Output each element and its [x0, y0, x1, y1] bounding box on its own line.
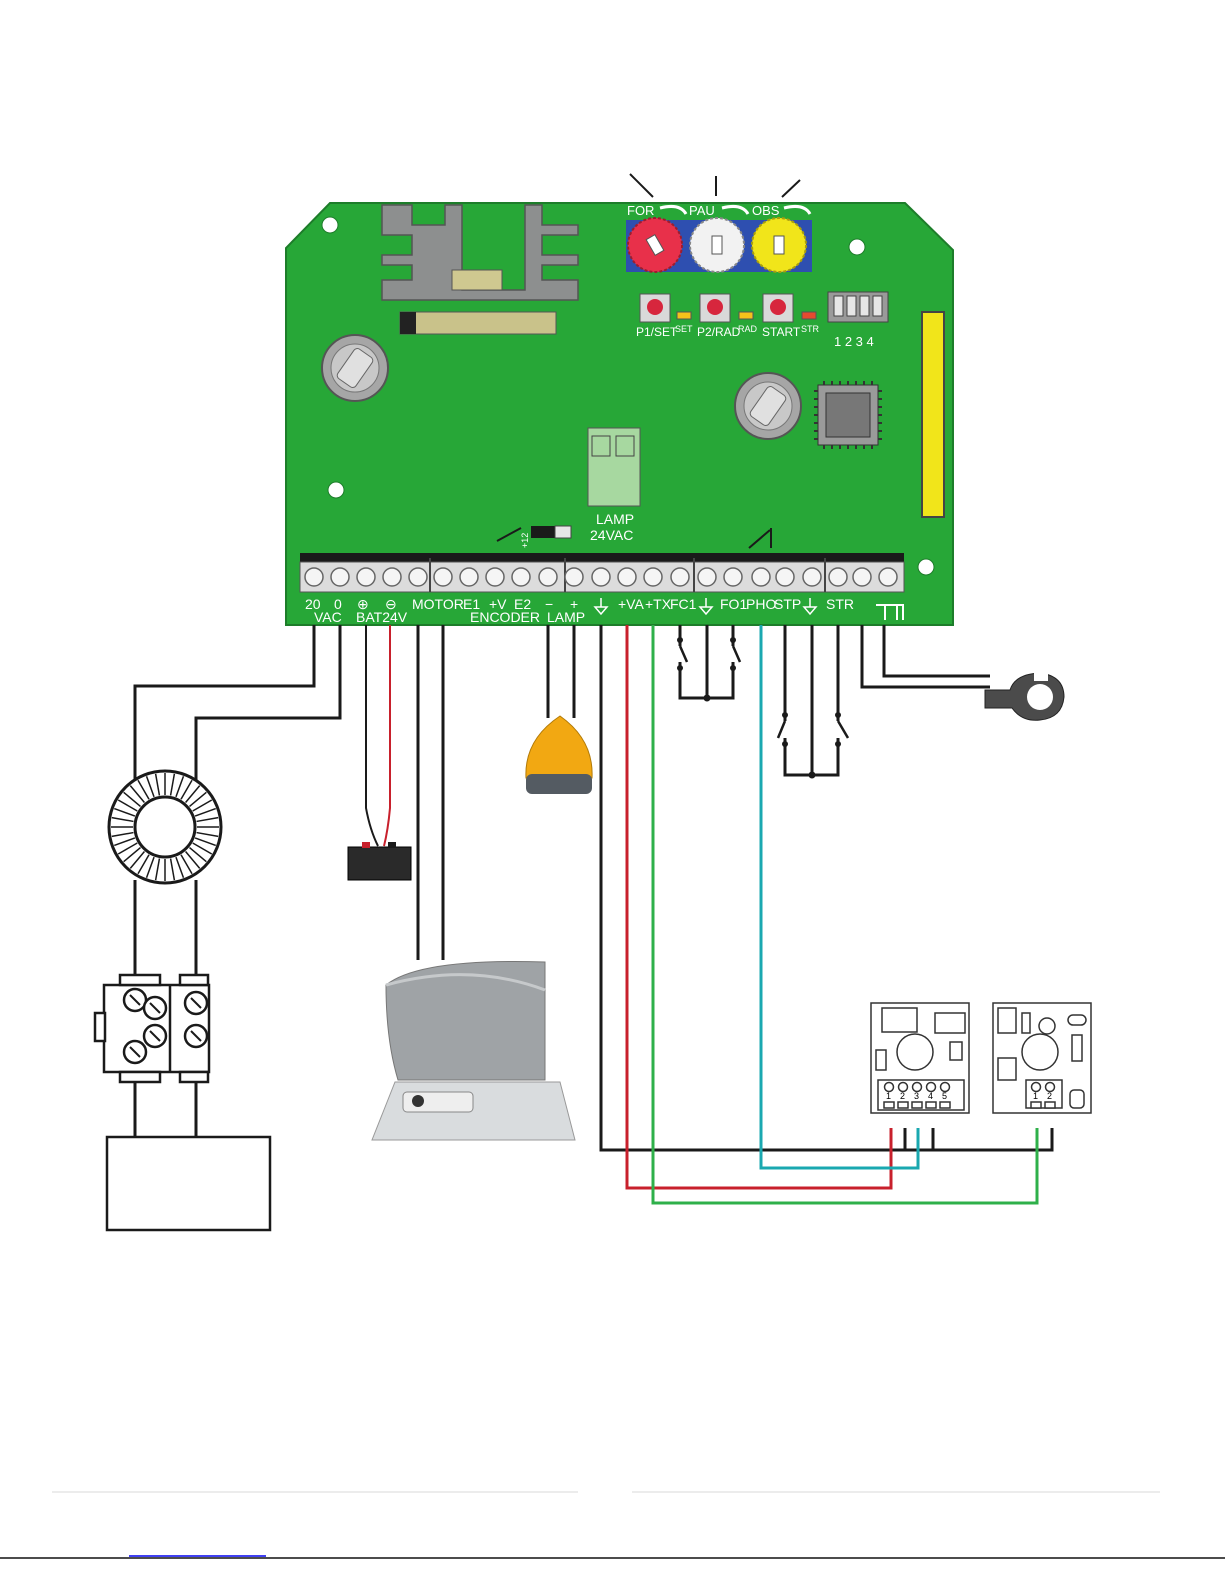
terminal-screw — [409, 568, 427, 586]
mount-hole — [322, 217, 338, 233]
group-label-bat24v: BAT24V — [356, 609, 408, 625]
terminal-label: +VA — [618, 596, 644, 612]
terminal-screw — [879, 568, 897, 586]
terminal-label: PHO — [746, 596, 776, 612]
terminal-screw — [671, 568, 689, 586]
pointer-lines — [630, 174, 800, 197]
terminal-screw — [331, 568, 349, 586]
switch-levers — [680, 646, 848, 738]
terminal-screw — [698, 568, 716, 586]
terminal-screw — [853, 568, 871, 586]
terminal-screw — [434, 568, 452, 586]
lamp-connector-label: LAMP — [596, 511, 634, 527]
terminal-screw — [776, 568, 794, 586]
terminal-screw — [539, 568, 557, 586]
key-selector-icon — [985, 667, 1064, 720]
photocell-transmitter — [993, 1003, 1091, 1113]
mains-terminal-block — [95, 975, 209, 1082]
radio-module — [922, 312, 944, 517]
button-label: P1/SET — [636, 325, 678, 339]
terminal-screw — [752, 568, 770, 586]
battery — [348, 842, 411, 880]
mount-hole — [918, 559, 934, 575]
footer — [0, 1492, 1225, 1558]
rx-terminal-number: 5 — [942, 1091, 947, 1101]
terminal-label: STP — [774, 596, 801, 612]
jumper-label: +12 — [520, 533, 530, 548]
terminal-screw — [724, 568, 742, 586]
terminal-screw — [512, 568, 530, 586]
button-label: START — [762, 325, 801, 339]
group-label-vac: VAC — [314, 609, 342, 625]
terminal-screw — [305, 568, 323, 586]
fuse-holder — [322, 335, 388, 401]
tx-terminal-number: 2 — [1047, 1091, 1052, 1101]
terminal-screw — [565, 568, 583, 586]
group-label-lamp: LAMP — [547, 609, 585, 625]
rx-terminal-number: 1 — [886, 1091, 891, 1101]
tx-terminal-number: 1 — [1033, 1091, 1038, 1101]
lamp-connector: LAMP 24VAC — [588, 428, 640, 543]
terminal-screw — [829, 568, 847, 586]
terminal-screw — [460, 568, 478, 586]
terminal-screw — [592, 568, 610, 586]
warning-lamp — [526, 716, 592, 794]
microcontroller-chip — [814, 381, 882, 449]
led-label: SET — [675, 324, 693, 334]
led-label: STR — [801, 324, 820, 334]
mount-hole — [328, 482, 344, 498]
terminal-label: FC1 — [670, 596, 697, 612]
rx-terminal-number: 4 — [928, 1091, 933, 1101]
terminal-screw — [618, 568, 636, 586]
wires — [135, 625, 1052, 1203]
terminal-screw — [644, 568, 662, 586]
gate-motor — [372, 961, 575, 1140]
terminal-screw — [383, 568, 401, 586]
rx-terminal-number: 3 — [914, 1091, 919, 1101]
switch-contacts — [680, 646, 838, 738]
control-board: FOR PAU OBS P1/SET P2/RAD — [286, 174, 953, 625]
button-label: P2/RAD — [697, 325, 741, 339]
group-label-encoder: ENCODER — [470, 609, 540, 625]
terminal-screw — [486, 568, 504, 586]
dip-switch-numbers: 1 2 3 4 — [834, 334, 874, 349]
terminal-screw — [803, 568, 821, 586]
terminal-label: MOTOR — [412, 596, 464, 612]
trimmer-label: OBS — [752, 203, 780, 218]
terminal-label: FO1 — [720, 596, 747, 612]
power-supply-box — [107, 1137, 270, 1230]
trimmer-label: FOR — [627, 203, 654, 218]
transformer — [109, 771, 221, 883]
trimmer-label: PAU — [689, 203, 715, 218]
terminal-label: +TX — [645, 596, 672, 612]
rx-terminal-number: 2 — [900, 1091, 905, 1101]
fuse-holder — [735, 373, 801, 439]
terminal-label: STR — [826, 596, 854, 612]
wire-junctions — [677, 637, 841, 779]
led-label: RAD — [738, 324, 758, 334]
terminal-screw — [357, 568, 375, 586]
lamp-connector-voltage: 24VAC — [590, 527, 633, 543]
mount-hole — [849, 239, 865, 255]
